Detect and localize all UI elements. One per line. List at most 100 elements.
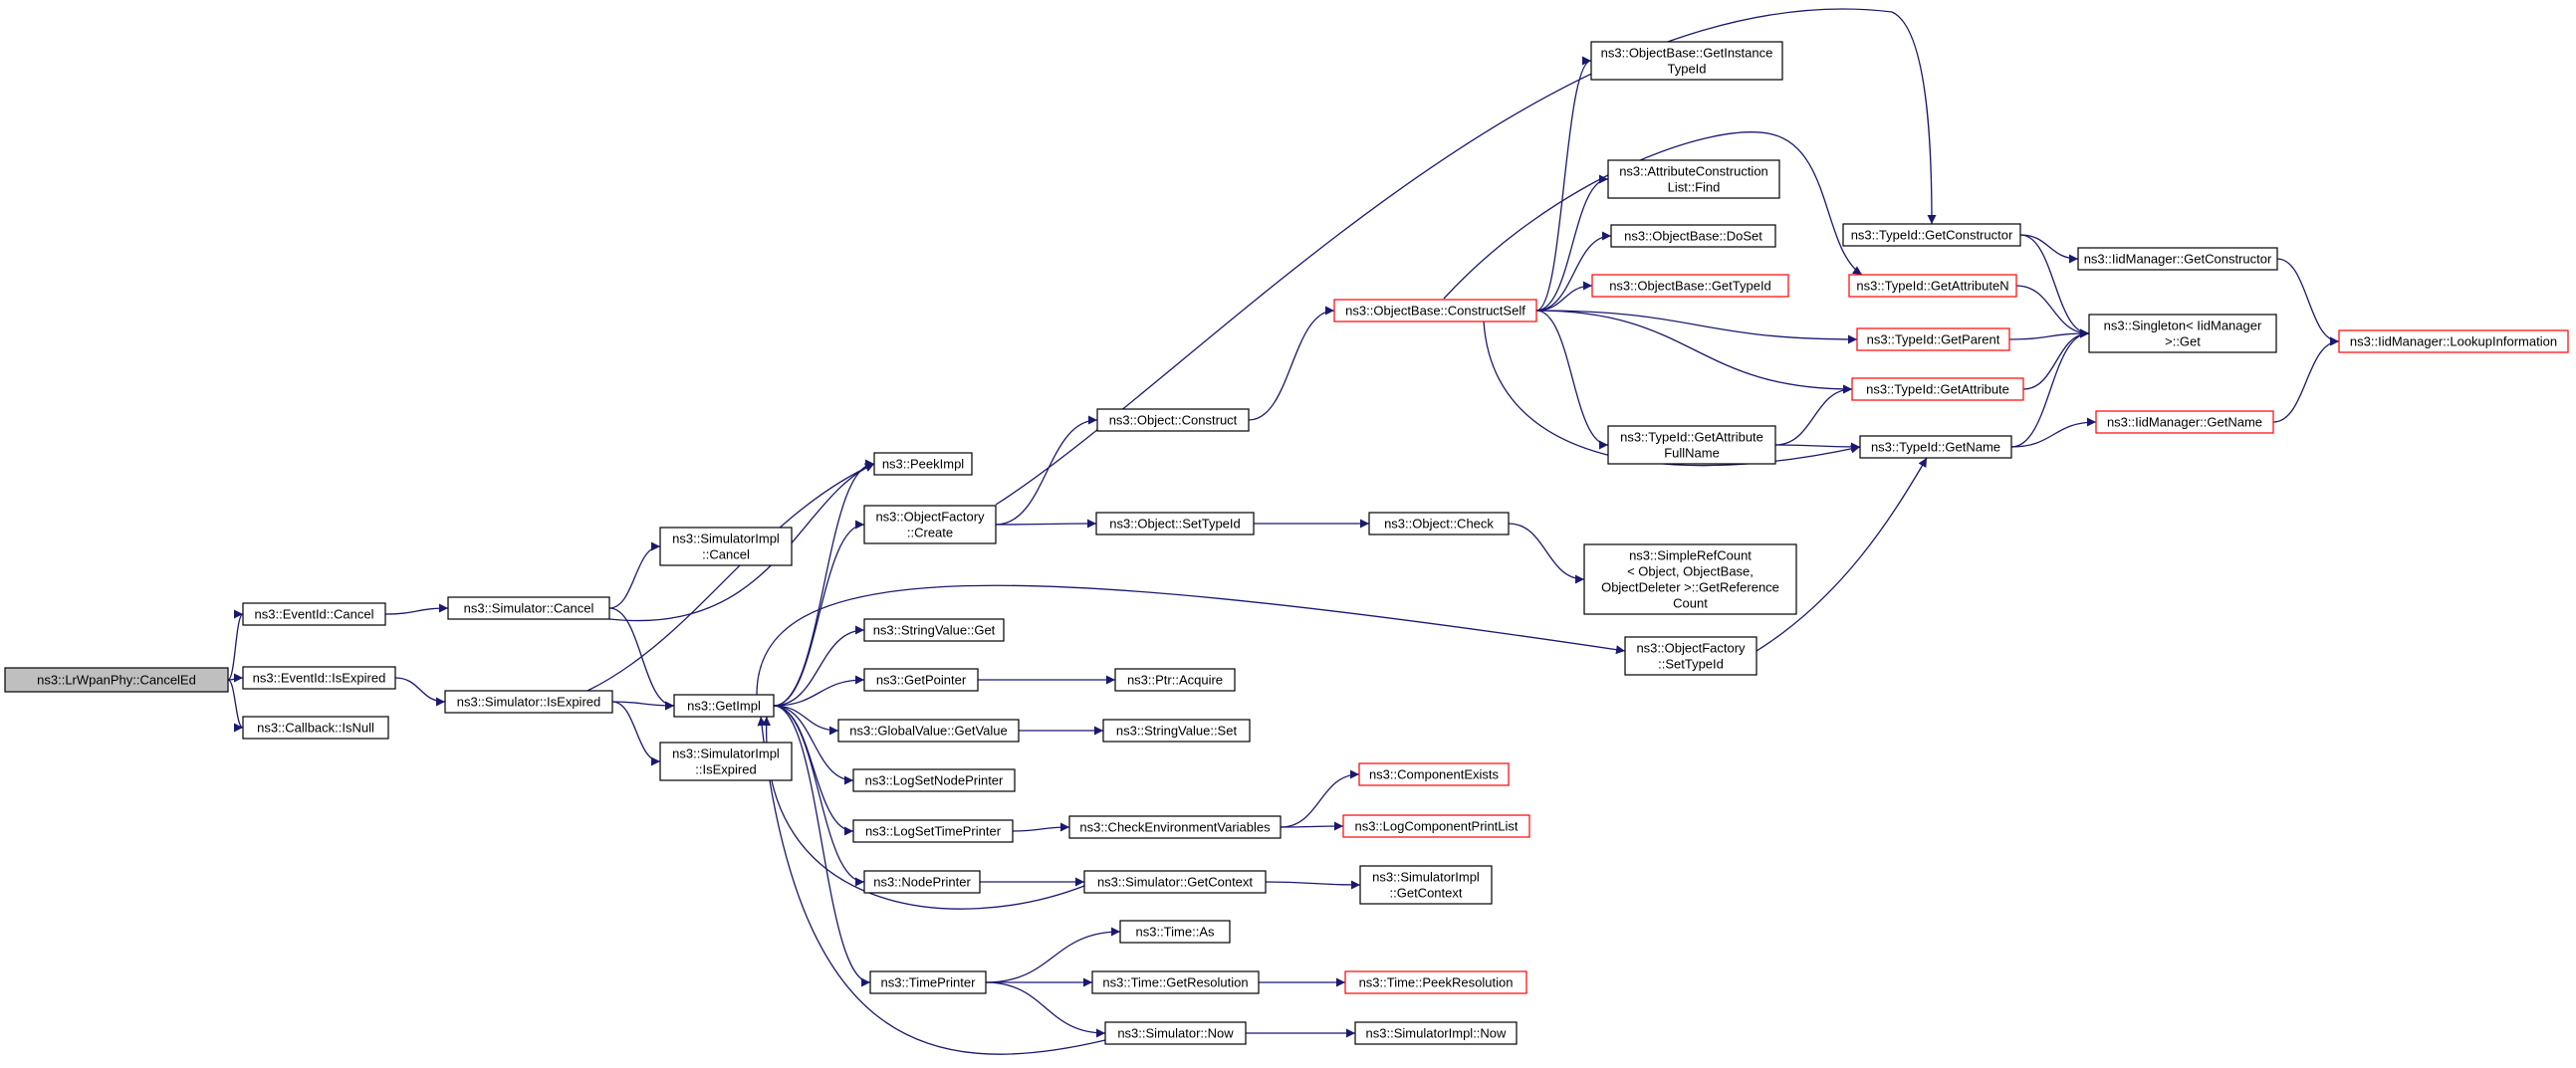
node-logcomp[interactable]: ns3::LogComponentPrintList: [1342, 814, 1530, 838]
node-box[interactable]: [1610, 224, 1776, 248]
node-box[interactable]: [242, 602, 386, 626]
node-iid_getctor[interactable]: ns3::IidManager::GetConstructor: [2077, 247, 2278, 271]
node-box[interactable]: [447, 596, 610, 620]
node-getimpl[interactable]: ns3::GetImpl: [673, 694, 775, 718]
node-objbase_doset[interactable]: ns3::ObjectBase::DoSet: [1610, 224, 1776, 248]
node-iid_getname[interactable]: ns3::IidManager::GetName: [2095, 410, 2274, 434]
node-ev_cancel[interactable]: ns3::EventId::Cancel: [242, 602, 386, 626]
node-box[interactable]: [1095, 512, 1255, 535]
node-box[interactable]: [873, 452, 973, 476]
node-box[interactable]: [1344, 970, 1527, 994]
node-simimpl_isexp[interactable]: ns3::SimulatorImpl::IsExpired: [659, 742, 793, 781]
node-sim_now[interactable]: ns3::Simulator::Now: [1104, 1021, 1247, 1045]
node-simimpl_cancel[interactable]: ns3::SimulatorImpl::Cancel: [659, 527, 793, 566]
node-box[interactable]: [1624, 636, 1757, 676]
node-box[interactable]: [2088, 314, 2277, 353]
node-box[interactable]: [1859, 435, 2012, 459]
node-box[interactable]: [1068, 815, 1282, 839]
node-box[interactable]: [242, 666, 396, 690]
node-box[interactable]: [1091, 970, 1260, 994]
node-box[interactable]: [852, 768, 1016, 792]
node-objbase_gettid[interactable]: ns3::ObjectBase::GetTypeId: [1591, 274, 1789, 298]
node-box[interactable]: [1119, 920, 1231, 944]
node-ev_isexp[interactable]: ns3::EventId::IsExpired: [242, 666, 396, 690]
node-simimpl_now[interactable]: ns3::SimulatorImpl::Now: [1354, 1021, 1518, 1045]
node-obj_construct[interactable]: ns3::Object::Construct: [1096, 408, 1250, 432]
node-tid_getattr[interactable]: ns3::TypeId::GetAttribute: [1851, 377, 2024, 401]
node-box[interactable]: [4, 667, 229, 693]
node-box[interactable]: [1114, 668, 1236, 692]
node-tid_getattrn[interactable]: ns3::TypeId::GetAttributeN: [1848, 274, 2017, 298]
node-tid_getparent[interactable]: ns3::TypeId::GetParent: [1856, 327, 2010, 351]
node-box[interactable]: [444, 690, 613, 714]
node-srefcount[interactable]: ns3::SimpleRefCount< Object, ObjectBase,…: [1583, 543, 1797, 615]
node-box[interactable]: [1342, 814, 1530, 838]
node-box[interactable]: [673, 694, 775, 718]
node-box[interactable]: [2077, 247, 2278, 271]
node-peekimpl[interactable]: ns3::PeekImpl: [873, 452, 973, 476]
node-box[interactable]: [837, 719, 1020, 743]
node-box[interactable]: [1359, 865, 1493, 905]
node-time_getres[interactable]: ns3::Time::GetResolution: [1091, 970, 1260, 994]
node-box[interactable]: [1096, 408, 1250, 432]
node-box[interactable]: [1607, 159, 1780, 199]
node-box[interactable]: [1856, 327, 2010, 351]
node-box[interactable]: [659, 527, 793, 566]
node-box[interactable]: [1842, 223, 2021, 247]
node-time_peekres[interactable]: ns3::Time::PeekResolution: [1344, 970, 1527, 994]
node-obj_check[interactable]: ns3::Object::Check: [1368, 512, 1510, 535]
node-box[interactable]: [1102, 719, 1251, 743]
node-objfact_create[interactable]: ns3::ObjectFactory::Create: [863, 505, 997, 544]
node-getpointer[interactable]: ns3::GetPointer: [863, 668, 979, 692]
node-iid_lookup[interactable]: ns3::IidManager::LookupInformation: [2338, 329, 2569, 353]
node-box[interactable]: [1354, 1021, 1518, 1045]
node-lognode[interactable]: ns3::LogSetNodePrinter: [852, 768, 1016, 792]
node-box[interactable]: [1368, 512, 1510, 535]
node-strval_get[interactable]: ns3::StringValue::Get: [863, 618, 1005, 642]
node-box[interactable]: [863, 618, 1005, 642]
node-obj_settypeid[interactable]: ns3::Object::SetTypeId: [1095, 512, 1255, 535]
node-time_as[interactable]: ns3::Time::As: [1119, 920, 1231, 944]
node-cb_isnull[interactable]: ns3::Callback::IsNull: [242, 716, 389, 740]
node-box[interactable]: [863, 668, 979, 692]
node-simimpl_getctx[interactable]: ns3::SimulatorImpl::GetContext: [1359, 865, 1493, 905]
node-box[interactable]: [1083, 870, 1267, 894]
node-box[interactable]: [1590, 41, 1783, 81]
node-strval_set[interactable]: ns3::StringValue::Set: [1102, 719, 1251, 743]
node-box[interactable]: [863, 505, 997, 544]
node-box[interactable]: [1104, 1021, 1247, 1045]
node-box[interactable]: [1607, 425, 1776, 465]
node-tid_getctor[interactable]: ns3::TypeId::GetConstructor: [1842, 223, 2021, 247]
node-box[interactable]: [1591, 274, 1789, 298]
node-sim_cancel[interactable]: ns3::Simulator::Cancel: [447, 596, 610, 620]
node-box[interactable]: [2095, 410, 2274, 434]
node-tid_getname[interactable]: ns3::TypeId::GetName: [1859, 435, 2012, 459]
node-sim_isexp[interactable]: ns3::Simulator::IsExpired: [444, 690, 613, 714]
node-compexists[interactable]: ns3::ComponentExists: [1358, 762, 1510, 786]
node-box[interactable]: [242, 716, 389, 740]
node-singleton[interactable]: ns3::Singleton< IidManager >::Get: [2088, 314, 2277, 353]
node-box[interactable]: [1333, 299, 1537, 322]
node-root[interactable]: ns3::LrWpanPhy::CancelEd: [4, 667, 229, 693]
node-gv_getvalue[interactable]: ns3::GlobalValue::GetValue: [837, 719, 1020, 743]
node-nodeprinter[interactable]: ns3::NodePrinter: [863, 870, 981, 894]
node-box[interactable]: [869, 970, 987, 994]
node-box[interactable]: [1358, 762, 1510, 786]
node-box[interactable]: [1848, 274, 2017, 298]
node-objbase_cs[interactable]: ns3::ObjectBase::ConstructSelf: [1333, 299, 1537, 322]
node-box[interactable]: [659, 742, 793, 781]
node-sim_getctx[interactable]: ns3::Simulator::GetContext: [1083, 870, 1267, 894]
node-checkenv[interactable]: ns3::CheckEnvironmentVariables: [1068, 815, 1282, 839]
node-box[interactable]: [2338, 329, 2569, 353]
node-ptr_acquire[interactable]: ns3::Ptr::Acquire: [1114, 668, 1236, 692]
node-objfact_settid[interactable]: ns3::ObjectFactory::SetTypeId: [1624, 636, 1757, 676]
node-timeprinter[interactable]: ns3::TimePrinter: [869, 970, 987, 994]
node-box[interactable]: [1583, 543, 1797, 615]
node-logtime[interactable]: ns3::LogSetTimePrinter: [852, 819, 1014, 843]
node-box[interactable]: [1851, 377, 2024, 401]
node-box[interactable]: [852, 819, 1014, 843]
node-box[interactable]: [863, 870, 981, 894]
